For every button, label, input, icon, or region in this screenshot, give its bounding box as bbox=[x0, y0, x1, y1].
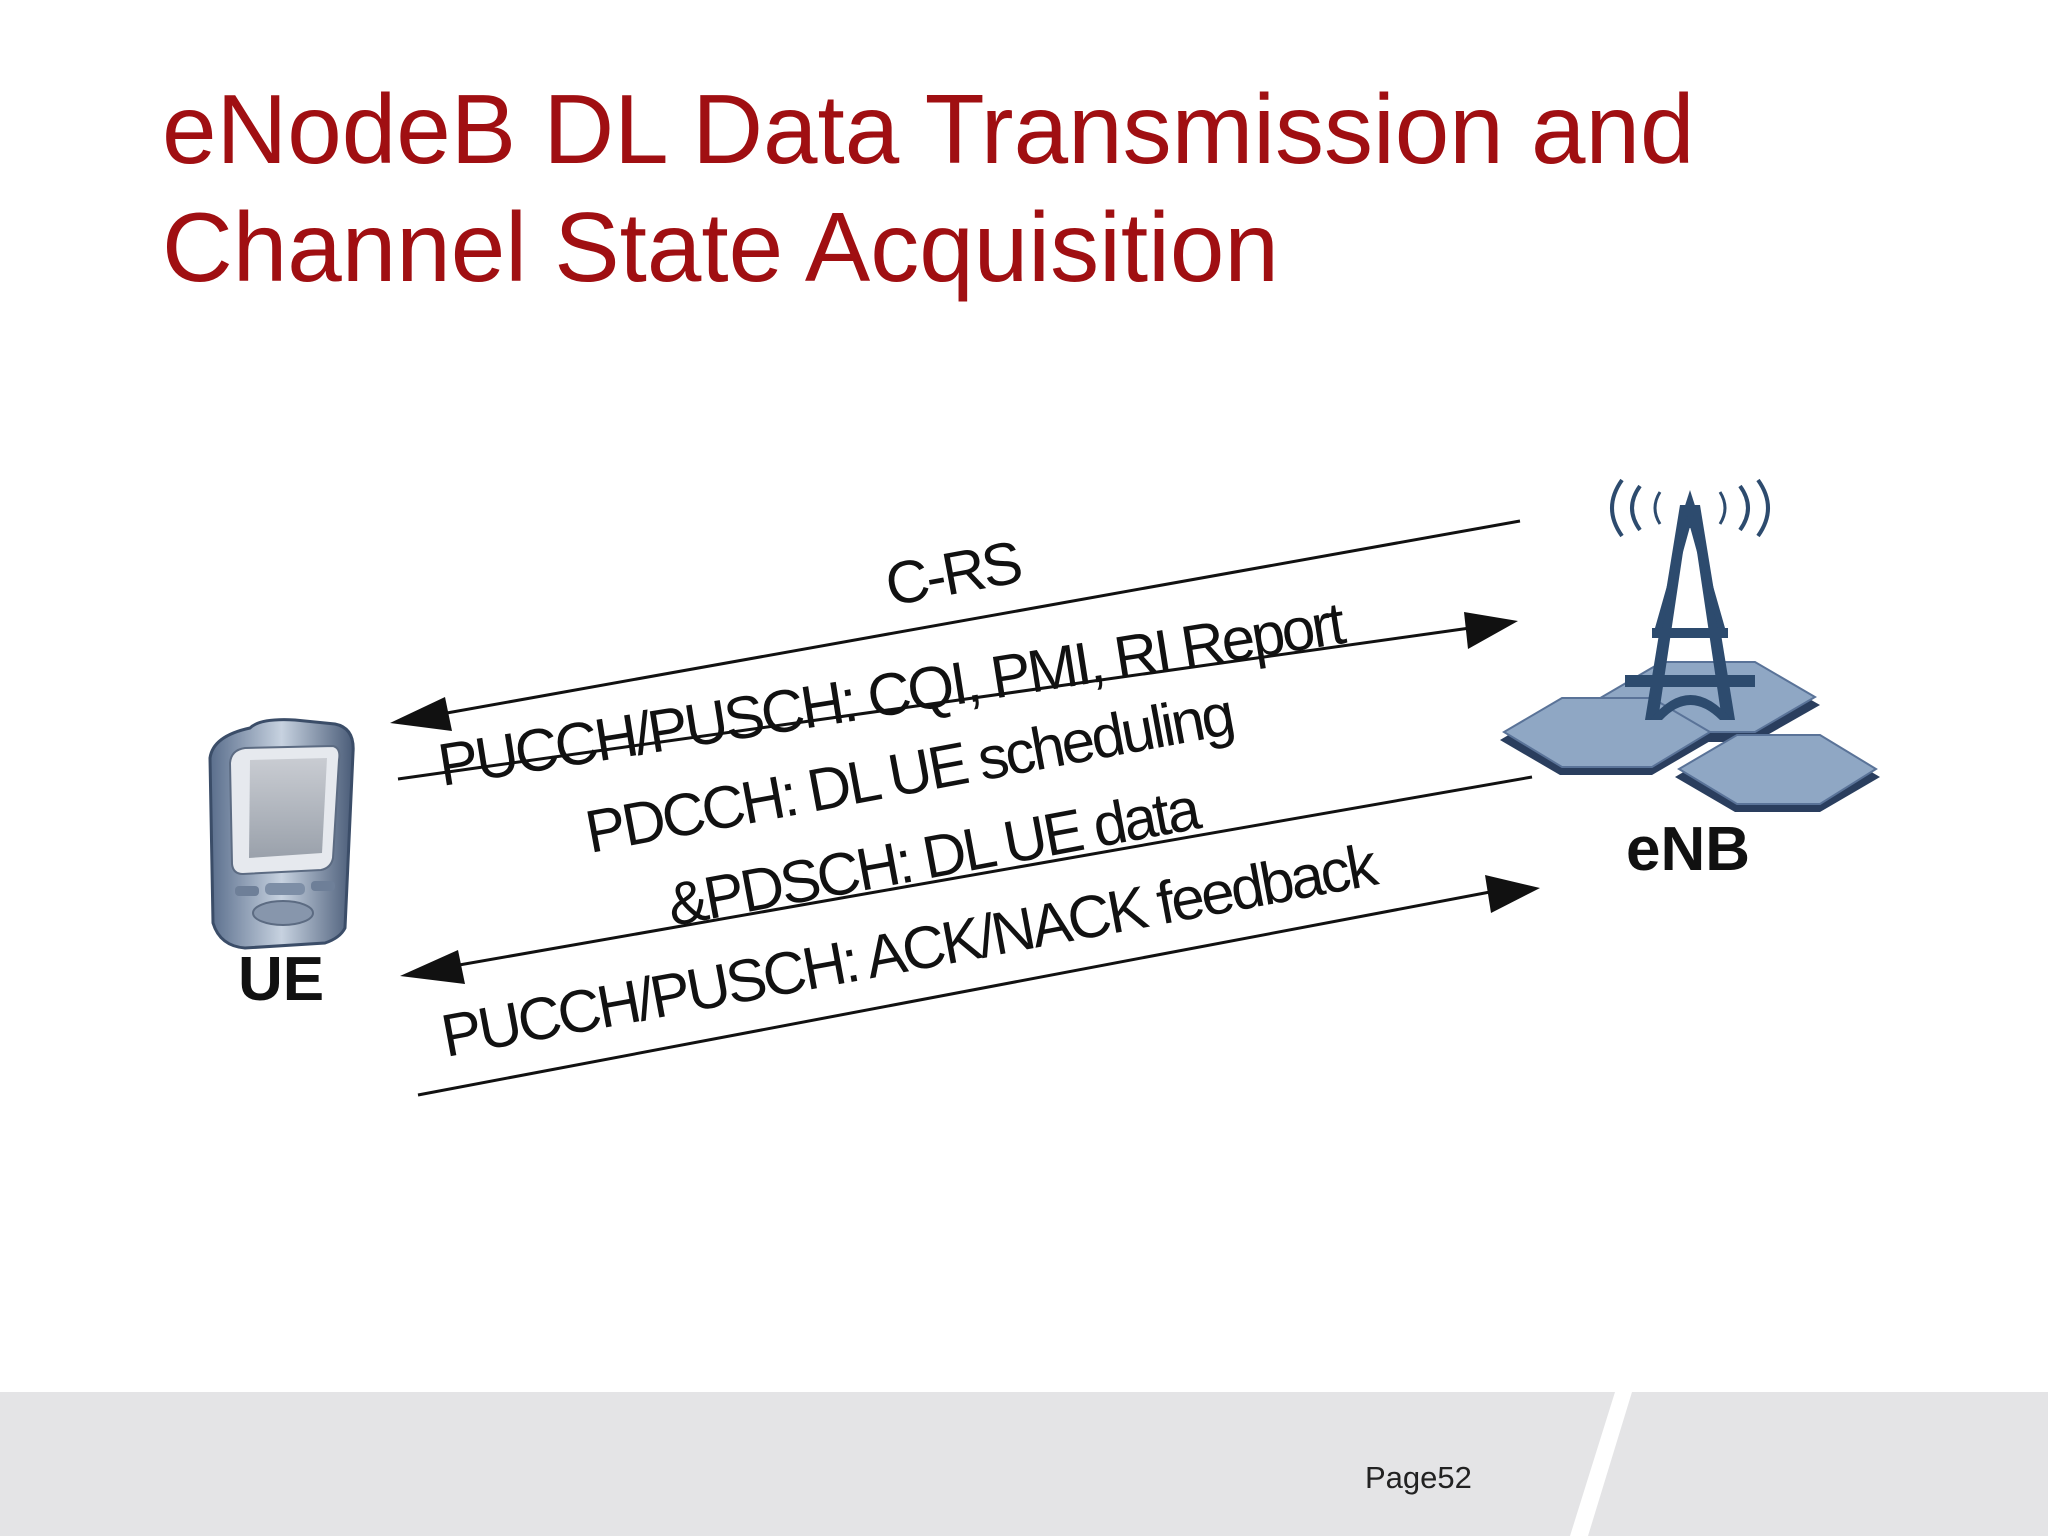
message-labels: C-RS PUCCH/PUSCH: CQI, PMI, RI Report PD… bbox=[434, 528, 1384, 1070]
page-number: Page52 bbox=[1365, 1460, 1472, 1495]
cqi-report-arrowhead bbox=[1464, 612, 1518, 649]
hex-base bbox=[1500, 661, 1880, 812]
scheduling-arrow-line bbox=[441, 775, 1533, 970]
ack-nack-arrowhead bbox=[1485, 875, 1540, 913]
footer-band bbox=[0, 1392, 2048, 1536]
message-lines bbox=[390, 519, 1540, 1097]
ue-label: UE bbox=[238, 945, 324, 1014]
c-rs-arrowhead bbox=[390, 697, 452, 731]
scheduling-arrowhead bbox=[400, 950, 465, 984]
cqi-report-arrow-line bbox=[397, 626, 1471, 781]
radio-waves bbox=[1610, 478, 1770, 538]
enb-label: eNB bbox=[1626, 815, 1750, 884]
ack-nack-arrow-line bbox=[417, 890, 1491, 1097]
title-line-2: Channel State Acquisition bbox=[162, 192, 1279, 302]
cell-tower-icon bbox=[1500, 478, 1880, 812]
slide-title: eNodeB DL Data Transmission and Channel … bbox=[162, 70, 1962, 306]
msg-label-c-rs: C-RS bbox=[880, 528, 1026, 619]
c-rs-arrow-line bbox=[429, 519, 1521, 718]
tower-structure bbox=[1625, 490, 1755, 720]
phone-icon bbox=[208, 718, 355, 950]
title-line-1: eNodeB DL Data Transmission and bbox=[162, 74, 1695, 184]
